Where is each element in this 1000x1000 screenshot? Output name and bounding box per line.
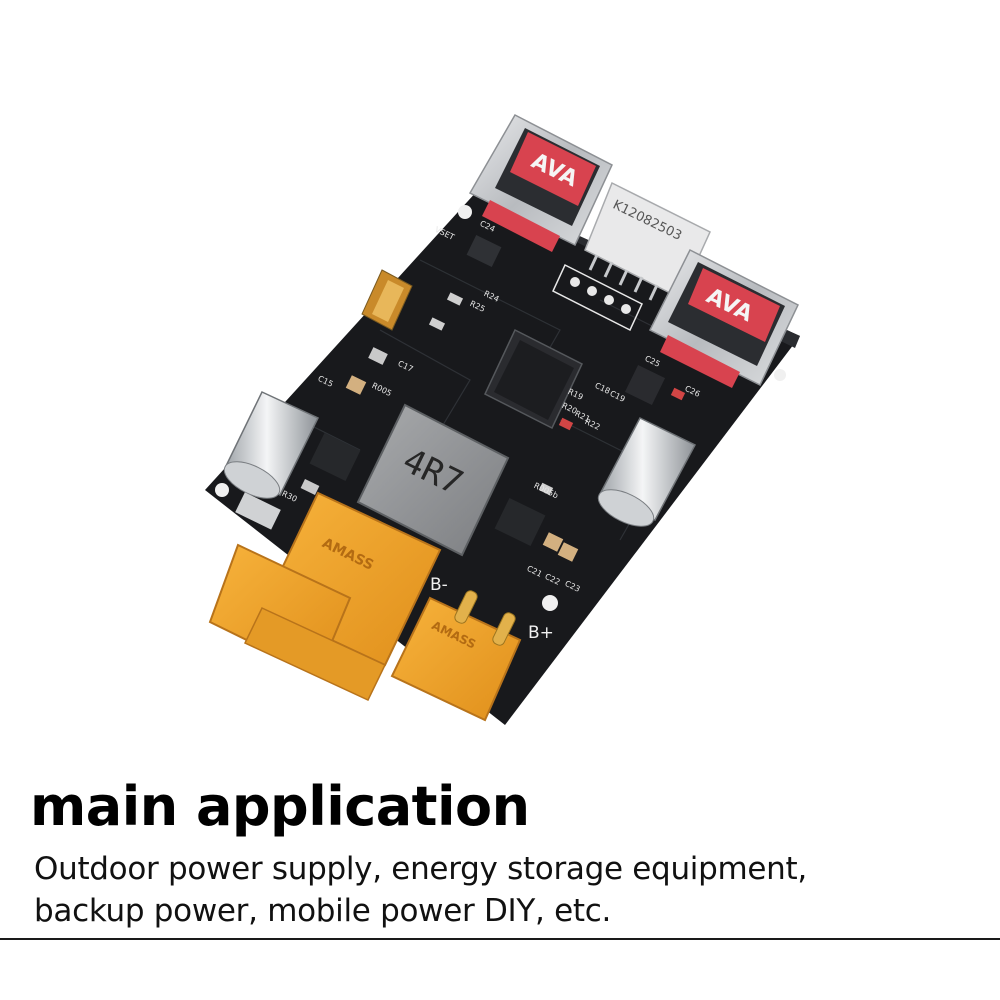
usb-port-top: AVA xyxy=(468,114,613,252)
pin-header-holes xyxy=(552,263,643,332)
xt60-connector-large: AMASS xyxy=(208,491,442,701)
smd-components xyxy=(235,234,686,562)
label-b-plus: B+ xyxy=(528,623,554,643)
capacitor-right xyxy=(597,417,697,527)
product-photo: AVA K12082503 AVA xyxy=(205,114,800,725)
power-inductor: 4R7 xyxy=(356,403,510,557)
terminal-labels: B- B+ xyxy=(430,575,554,643)
capacitor-left xyxy=(223,391,320,499)
divider-line xyxy=(0,938,1000,940)
label-b-minus: B- xyxy=(430,575,448,595)
dip-switch xyxy=(361,269,413,331)
xt30-connector-small: AMASS xyxy=(390,590,522,722)
caption-heading: main application xyxy=(30,775,530,838)
caption-line-1: Outdoor power supply, energy storage equ… xyxy=(34,851,807,887)
main-controller-chip xyxy=(484,328,583,430)
usb-port-right: AVA xyxy=(648,248,799,388)
caption-line-2: backup power, mobile power DIY, etc. xyxy=(34,893,612,929)
